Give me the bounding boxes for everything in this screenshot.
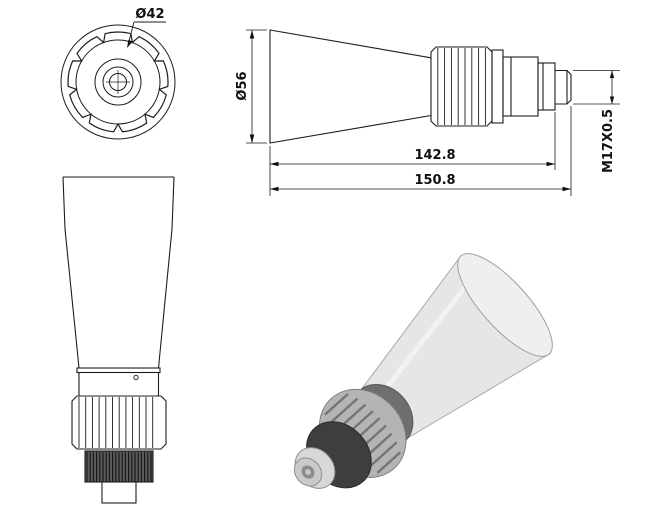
front-view [60, 21, 176, 140]
lens-circle [102, 66, 134, 98]
label-body-length: 142.8 [414, 148, 455, 163]
arrow [562, 186, 571, 192]
left-taper [62, 176, 80, 369]
knurl-outline-vertical [71, 395, 167, 450]
body-section [502, 56, 539, 117]
side-view [269, 29, 572, 144]
knurl-outline [430, 46, 493, 127]
barrel-circle [94, 58, 142, 106]
cone-outline [269, 29, 432, 144]
dimension-lines [246, 29, 620, 196]
set-screw [133, 374, 139, 381]
arrow [270, 161, 279, 167]
right-taper [157, 176, 175, 369]
arrow [546, 161, 555, 167]
outer-rim-circle [60, 24, 176, 140]
arrow [270, 186, 279, 192]
leader-arrow [127, 39, 133, 48]
arrow [609, 70, 615, 78]
label-thread-spec: M17X0.5 [601, 109, 616, 173]
collar-section [491, 49, 504, 124]
knurl-lines-vertical [78, 397, 154, 448]
isometric-view [293, 253, 553, 489]
tip-center-3d [305, 468, 311, 476]
knurl-lines [437, 48, 486, 125]
grip-root-circle [75, 39, 161, 125]
arrow [249, 30, 255, 39]
arrow [609, 96, 615, 104]
vertical-view [62, 176, 175, 504]
cone-highlight-3d [378, 276, 474, 398]
arrow [249, 134, 255, 143]
thread-tip-outline [555, 69, 572, 105]
scalloped-grip-ring [67, 31, 169, 133]
cone-face-3d [457, 253, 553, 357]
label-front-diameter: Ø42 [135, 7, 164, 22]
label-body-diameter: Ø56 [235, 71, 250, 100]
dimension-arrows [127, 30, 615, 192]
flange-band [76, 367, 161, 374]
lock-ring-hatch [86, 452, 152, 482]
step-section [537, 62, 556, 111]
label-total-length: 150.8 [414, 173, 455, 188]
thread-tip-vertical [101, 481, 137, 504]
